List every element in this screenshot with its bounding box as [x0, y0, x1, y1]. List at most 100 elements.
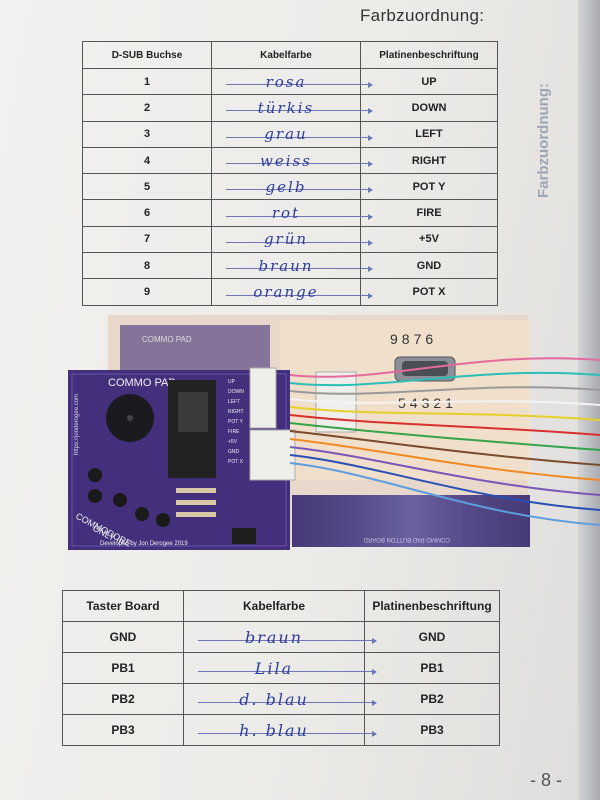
cable-color-cell: d. blau — [183, 683, 377, 715]
pin-label: LEFT — [228, 399, 240, 405]
arrow-line — [226, 108, 373, 115]
tactile-button-2 — [88, 489, 102, 503]
buzzer-center — [127, 415, 133, 421]
page-number: - 8 - — [530, 770, 563, 790]
arrow-line — [226, 82, 373, 89]
cable-color-cell: orange — [211, 278, 373, 306]
board-url: https://jonderogee.com — [74, 394, 80, 455]
handwritten-color: grau — [264, 125, 308, 144]
handwritten-color: türkis — [257, 98, 315, 117]
tactile-button-5 — [156, 513, 170, 527]
wire — [289, 357, 600, 378]
arrow-line — [226, 239, 373, 246]
header-cable-color: Kabelfarbe — [183, 590, 365, 622]
cable-color-cell: grün — [211, 225, 373, 254]
pin-number: 5 — [82, 173, 212, 201]
handwritten-color: grün — [263, 230, 309, 249]
cable-color-cell: weiss — [211, 146, 373, 175]
microcontroller-chip — [178, 392, 208, 432]
arrow-line — [198, 638, 377, 644]
wire — [289, 446, 600, 496]
wire — [289, 430, 600, 466]
handwritten-color: weiss — [260, 151, 312, 170]
wire — [289, 438, 600, 481]
cable-color-cell: grau — [211, 120, 373, 148]
jst-connector-2 — [249, 429, 296, 481]
side-title-text: Farbzuordnung: — [535, 83, 552, 198]
handwritten-color: h. blau — [239, 720, 309, 740]
cable-color-cell: rot — [211, 199, 373, 227]
printout-board-title: COMMO PAD — [142, 335, 192, 344]
header-dsub: D-SUB Buchse — [82, 41, 212, 69]
board-label: PB3 — [364, 714, 500, 746]
wire — [289, 406, 600, 421]
board-label: PB2 — [364, 683, 500, 715]
board-label: RIGHT — [360, 146, 498, 175]
wire-group — [289, 357, 600, 526]
handwritten-color: orange — [253, 283, 319, 302]
board-label: GND — [364, 621, 500, 653]
header-taster-board: Taster Board — [62, 590, 184, 622]
handwritten-color: gelb — [265, 177, 307, 196]
table-row: 4 weiss RIGHT — [82, 146, 498, 175]
side-title: Farbzuordnung: — [528, 60, 558, 200]
table-header-row: D-SUB Buchse Kabelfarbe Platinenbeschrif… — [82, 41, 498, 69]
wire — [289, 386, 600, 395]
arrow-line — [226, 213, 373, 220]
header-cable-color: Kabelfarbe — [211, 41, 361, 69]
pin-number: 7 — [82, 225, 212, 254]
arrow-line — [226, 292, 373, 299]
resistor-1 — [176, 488, 216, 493]
pin-number: 2 — [82, 94, 212, 122]
pin-label: POT X — [228, 459, 244, 465]
jst-connector-1 — [249, 367, 277, 429]
taster-board-pin: PB3 — [62, 714, 184, 746]
tactile-button-4 — [135, 507, 149, 521]
board-photo-drawing: COMMO PAD 9876 54321 COMMO PAD BUTTON BO… — [68, 315, 600, 550]
table-row: 2 türkis DOWN — [82, 94, 498, 122]
taster-board-pin: GND — [62, 621, 184, 653]
wire — [289, 371, 600, 387]
page-title: Farbzuordnung: — [360, 6, 485, 25]
pin-number: 1 — [82, 67, 212, 96]
tactile-button-1 — [88, 468, 102, 482]
table-header-row: Taster Board Kabelfarbe Platinenbeschrif… — [62, 590, 500, 622]
arrow-line — [198, 669, 377, 675]
resistor-2 — [176, 500, 216, 505]
arrow-line — [226, 266, 373, 273]
taster-color-table: Taster Board Kabelfarbe Platinenbeschrif… — [62, 590, 500, 746]
pin-label: POT Y — [228, 419, 243, 425]
pin-number: 8 — [82, 252, 212, 280]
board-label: POT Y — [360, 173, 498, 201]
arrow-line — [198, 700, 377, 706]
pin-number: 4 — [82, 146, 212, 175]
connector-digits-top: 9876 — [390, 331, 437, 347]
pin-label: RIGHT — [228, 409, 244, 415]
table-row: 5 gelb POT Y — [82, 173, 498, 201]
taster-board-pin: PB1 — [62, 652, 184, 684]
circuit-board-photo: COMMO PAD 9876 54321 COMMO PAD BUTTON BO… — [0, 300, 600, 570]
board-footer: Developed by Jon Derogee 2019 — [100, 541, 188, 547]
board-label: GND — [360, 252, 498, 280]
wire — [289, 454, 600, 511]
dsub-color-table: D-SUB Buchse Kabelfarbe Platinenbeschrif… — [82, 41, 498, 306]
pin-label: +5V — [228, 439, 238, 445]
handwritten-color: Lila — [254, 658, 294, 678]
button-board-text: COMMO PAD BUTTON BOARD — [363, 536, 450, 542]
handwritten-color: d. blau — [239, 689, 309, 709]
wire — [289, 398, 600, 406]
board-label: DOWN — [360, 94, 498, 122]
cable-color-cell: gelb — [211, 173, 373, 201]
table-row: PB3 h. blau PB3 — [62, 714, 500, 746]
page-edge-shadow — [578, 0, 600, 800]
